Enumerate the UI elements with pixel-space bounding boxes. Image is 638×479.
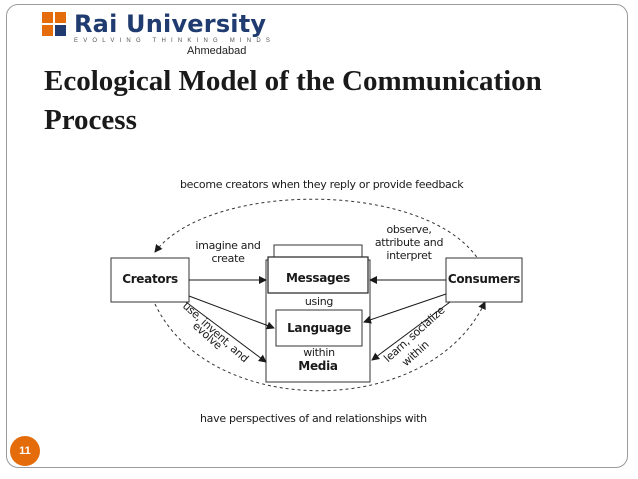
using-connector-label: using <box>304 295 334 308</box>
university-tagline: EVOLVING THINKING MINDS <box>74 38 276 44</box>
consumers-label: Consumers <box>447 272 521 286</box>
slide-frame <box>6 4 628 468</box>
consumers-to-language-arrow <box>363 293 447 324</box>
creators-box <box>110 257 190 303</box>
language-box <box>275 309 363 347</box>
campus-name: Ahmedabad <box>187 45 247 57</box>
creators-to-media-arrow <box>185 301 267 363</box>
creators-label: Creators <box>122 272 178 286</box>
diagram-graphics <box>110 198 523 392</box>
creators-to-language-arrow <box>188 295 275 330</box>
observe-label-line1: observe, <box>386 223 432 236</box>
top-arc-label: become creators when they reply or provi… <box>180 178 464 191</box>
slide-number-badge: 11 <box>10 436 40 466</box>
language-label: Language <box>287 321 351 335</box>
observe-label-line2: attribute and <box>374 236 444 249</box>
within-connector-label: within <box>303 346 335 359</box>
university-logo: Rai University EVOLVING THINKING MINDS A… <box>42 10 282 60</box>
university-name: Rai University <box>74 10 267 38</box>
imagine-label-line1: imagine and <box>195 239 261 252</box>
messages-label: Messages <box>286 271 350 285</box>
consumers-to-media-arrow <box>371 301 451 361</box>
bottom-arc-label: have perspectives of and relationships w… <box>200 412 427 425</box>
messages-box <box>267 256 369 294</box>
observe-label-line3: interpret <box>386 249 432 262</box>
media-label: Media <box>298 359 338 373</box>
university-emblem-icon <box>42 12 66 36</box>
slide-title: Ecological Model of the Communication Pr… <box>44 65 542 136</box>
imagine-label-line2: create <box>211 252 245 265</box>
communication-model-diagram: become creators when they reply or provi… <box>100 170 540 432</box>
